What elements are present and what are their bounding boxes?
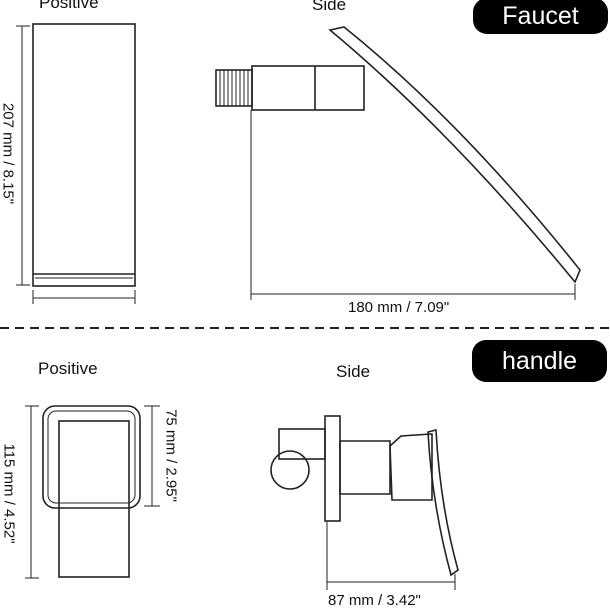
faucet-positive-view bbox=[32, 23, 136, 287]
handle-depth-dim-label: 87 mm / 3.42" bbox=[328, 592, 421, 609]
handle-width-dim-label: 75 mm / 2.95" bbox=[162, 409, 180, 502]
handle-height-dimension bbox=[25, 405, 39, 579]
handle-lever-blade bbox=[427, 428, 459, 577]
handle-side-label: Side bbox=[336, 362, 371, 381]
faucet-body-side bbox=[251, 65, 365, 111]
faucet-height-dim-label: 207 mm / 8.15" bbox=[0, 102, 17, 205]
handle-escutcheon bbox=[42, 405, 141, 509]
handle-positive-view bbox=[42, 405, 141, 578]
handle-mount-plate bbox=[324, 415, 341, 522]
handle-lever-base bbox=[389, 433, 433, 501]
faucet-badge: Faucet bbox=[473, 0, 608, 34]
handle-side-knob bbox=[270, 450, 310, 490]
handle-side-view bbox=[270, 415, 459, 577]
handle-lever-front bbox=[58, 420, 130, 578]
faucet-length-dim-label: 180 mm / 7.09" bbox=[348, 299, 450, 316]
faucet-height-dimension bbox=[16, 25, 30, 286]
handle-positive-label: Positive bbox=[38, 359, 98, 378]
faucet-front-width-dimension bbox=[32, 290, 136, 304]
handle-width-dimension bbox=[144, 405, 160, 507]
handle-badge: handle bbox=[472, 340, 607, 382]
faucet-side-label: Side bbox=[312, 0, 347, 14]
handle-cartridge bbox=[339, 440, 391, 495]
faucet-positive-label: Positive bbox=[39, 0, 99, 12]
thread-lines bbox=[219, 70, 249, 106]
faucet-front-body bbox=[32, 23, 136, 287]
faucet-side-view bbox=[215, 26, 581, 284]
handle-height-dim-label: 115 mm / 4.52" bbox=[0, 443, 18, 544]
faucet-length-dimension bbox=[250, 110, 576, 300]
handle-escutcheon-inner bbox=[47, 410, 136, 504]
waterfall-spout bbox=[328, 26, 581, 284]
handle-depth-dimension bbox=[326, 522, 456, 590]
threaded-connector bbox=[215, 69, 253, 107]
